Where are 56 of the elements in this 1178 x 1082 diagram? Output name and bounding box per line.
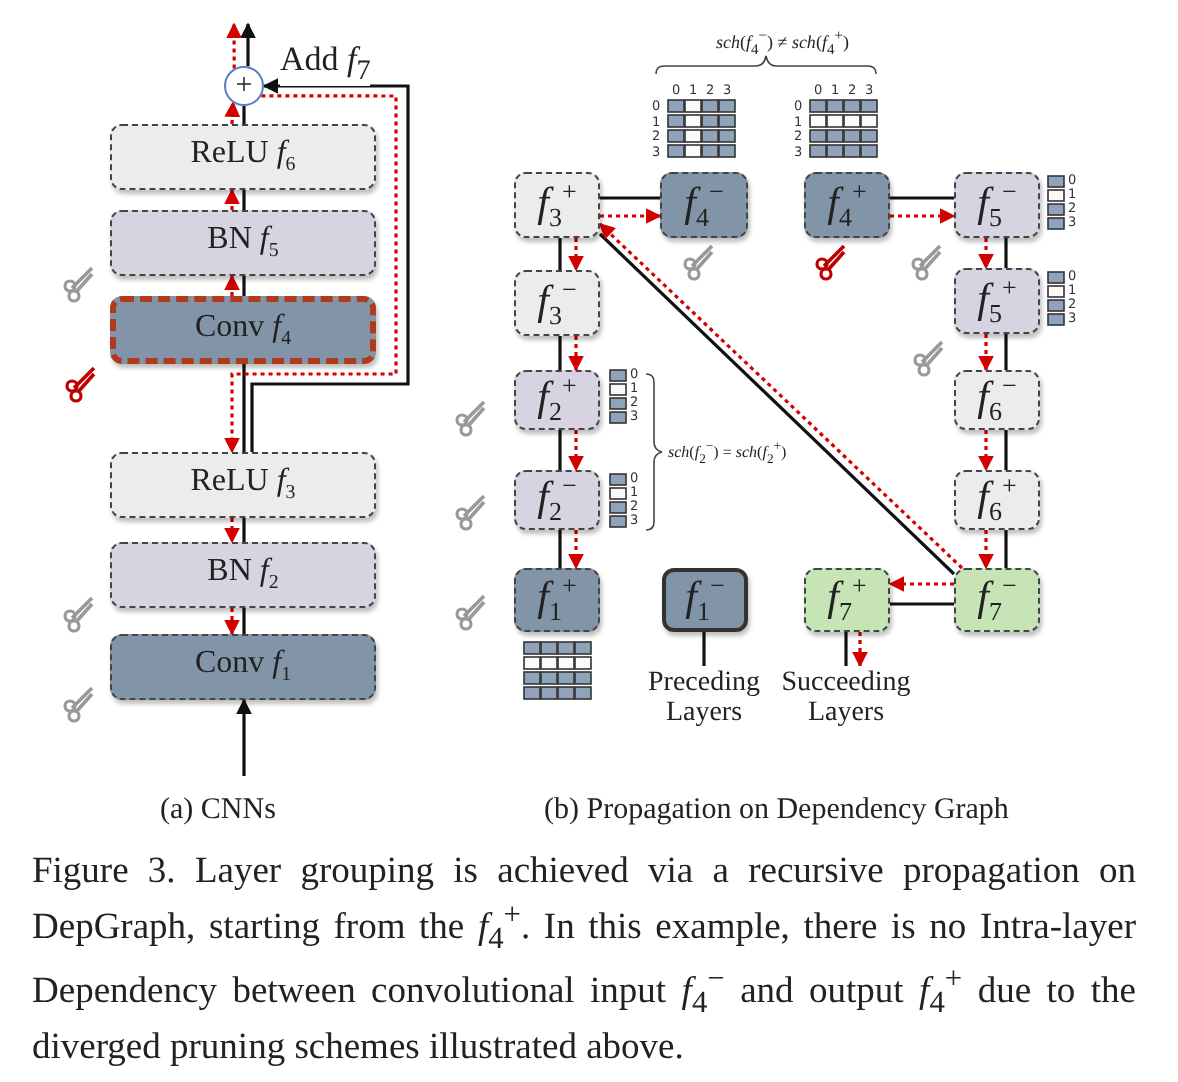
dotted-arrow — [224, 101, 241, 125]
layer-node: ReLU f$_{6}$ — [110, 124, 376, 190]
arrow — [250, 78, 410, 452]
dotted-arrow — [568, 336, 584, 372]
dotted-arrow — [568, 530, 584, 570]
figure-caption: Figure 3. Layer grouping is achieved via a recursive propagation on DepGraph, starting from the f$_{4}$$^{+}$. In this example, there is no Intra-layer Dependency between convolutional input f$_{4}$$^{−}$ and output f$_{4}$$^{+}$ due to the diverged pruning schemes illustrated above. — [32, 850, 1136, 1072]
dotted-arrow — [888, 576, 954, 592]
dotted-arrow — [224, 94, 398, 454]
layer-node: Conv f$_{1}$ — [110, 634, 376, 700]
connector-line — [702, 632, 706, 666]
dotted-arrow — [568, 238, 584, 272]
connector-line — [890, 196, 954, 200]
connector-line — [242, 276, 246, 296]
connector-line — [242, 608, 246, 634]
dotted-arrow — [978, 238, 994, 270]
dotted-arrow — [226, 22, 243, 69]
dotted-arrow — [224, 608, 240, 636]
layer-node: BN f$_{2}$ — [110, 542, 376, 608]
layer-node: BN f$_{5}$ — [110, 210, 376, 276]
connector-line — [558, 336, 562, 370]
dotted-arrow — [978, 430, 994, 472]
connector-line — [600, 196, 660, 200]
text-label: Preceding Layers — [644, 666, 764, 730]
dotted-arrow — [224, 188, 240, 210]
connector-line — [1004, 430, 1008, 470]
connector-line — [242, 190, 246, 210]
arrow — [240, 22, 256, 67]
connector-line — [558, 530, 562, 568]
subfigure-label: (b) Propagation on Dependency Graph — [544, 796, 1009, 826]
connector-line — [242, 518, 246, 542]
dotted-arrow — [978, 530, 994, 570]
connector-line — [1004, 334, 1008, 370]
node-caption: Add f$_{7}$ — [280, 42, 371, 86]
dotted-arrow — [568, 430, 584, 472]
connector-line — [558, 430, 562, 470]
dotted-arrow — [600, 208, 662, 224]
layer-node: ReLU f$_{3}$ — [110, 452, 376, 518]
dotted-arrow — [224, 518, 240, 544]
dotted-arrow — [852, 632, 868, 668]
connector-line — [558, 238, 562, 270]
subfigure-label: (a) CNNs — [160, 796, 276, 826]
dotted-arrow — [978, 334, 994, 372]
arrow — [236, 698, 252, 776]
connector-line — [1004, 530, 1008, 568]
connector-line — [890, 602, 954, 606]
sch-label: sch(f$_{2}$$^{−}$) = sch(f$_{2}$$^{+}$) — [668, 442, 787, 468]
sch-label: sch(f$_{4}$$^{−}$) ≠ sch(f$_{4}$$^{+}$) — [716, 28, 849, 57]
add-circle: + — [224, 66, 264, 106]
dotted-arrow — [890, 208, 956, 224]
connector-line — [844, 632, 848, 666]
connector-line — [242, 364, 246, 452]
connector-line — [242, 106, 246, 124]
connector-line — [1004, 238, 1008, 268]
dotted-arrow — [224, 274, 240, 296]
layer-node: Conv f$_{4}$ — [110, 296, 376, 364]
text-label: Succeeding Layers — [780, 666, 912, 730]
